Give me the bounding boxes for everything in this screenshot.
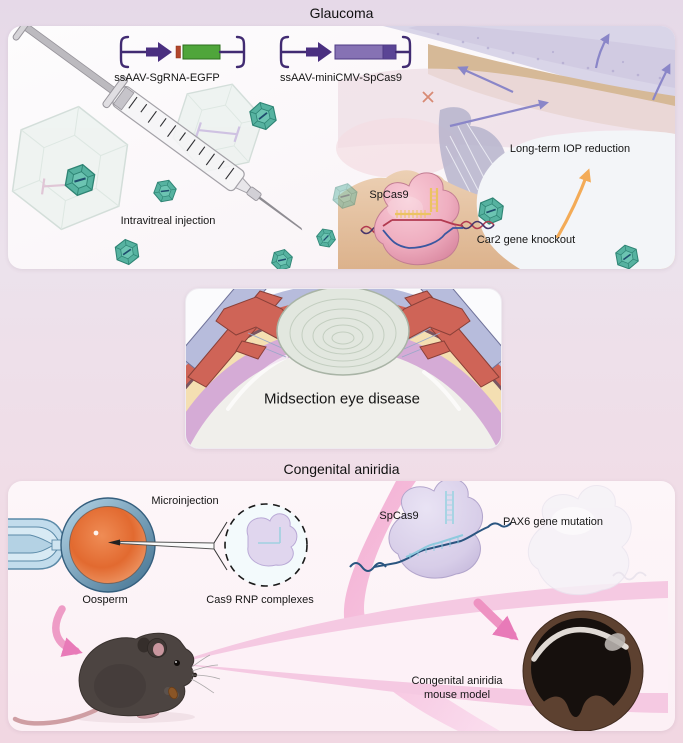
polya-element (382, 44, 397, 60)
food-pellet (168, 686, 178, 700)
mouse-whiskers (190, 654, 221, 694)
pax6-mutated-complex-ghost (527, 485, 647, 596)
target-dna-bottom-strand (382, 227, 463, 249)
iop-reduction-label: Long-term IOP reduction (509, 143, 631, 156)
rnp-magnifier-circle (224, 503, 308, 587)
spcas9-rnp-complex (349, 481, 512, 579)
midsection-label: Midsection eye disease (264, 390, 420, 408)
oosperm-label: Oosperm (82, 594, 128, 607)
polar-body (93, 530, 99, 536)
egfp-gene (182, 44, 221, 60)
mouse-model-label-line1: Congenital aniridia (411, 675, 503, 688)
eye-midsection-illustration (186, 289, 501, 448)
syringe-illustration (12, 26, 303, 231)
spcas9-label-aniridia: SpCas9 (379, 510, 419, 523)
aniridia-panel (8, 481, 675, 731)
glaucoma-panel (8, 26, 675, 269)
arrow-to-mouse (52, 605, 83, 657)
pax6-mutation-label: PAX6 gene mutation (502, 516, 604, 529)
blocked-outflow-mark (422, 91, 434, 103)
sgrna-cassette (175, 45, 181, 59)
cas9-rnp-blob (246, 513, 298, 567)
lens (276, 289, 410, 376)
aniridia-illustration (8, 481, 668, 731)
target-dna-top-strand (392, 219, 464, 227)
vector1-label: ssAAV-SgRNA-EGFP (114, 72, 220, 85)
dna-strand (373, 522, 512, 568)
rnp-label: Cas9 RNP complexes (206, 594, 314, 607)
aav-vector-minicmv-spcas9 (279, 35, 412, 69)
iop-reduction-arrow (555, 168, 591, 239)
syringe-graduations (128, 96, 235, 180)
aav-vector-sgrna-egfp (119, 35, 246, 69)
minicmv-promoter-arrow (306, 42, 332, 62)
midsection-eye-card (185, 288, 502, 449)
holding-pipette (8, 518, 67, 570)
aniridia-mouse-eye (522, 610, 644, 731)
sgrna-scaffold (395, 188, 439, 218)
faded-capsid-large (11, 105, 129, 231)
spcas9-label-glaucoma: SpCas9 (369, 189, 409, 202)
glaucoma-illustration (11, 26, 675, 269)
mouse-tail (12, 707, 99, 726)
aqueous-outflow-arrows (449, 33, 671, 128)
mouse-model-label-line2: mouse model (423, 689, 491, 702)
arrow-to-eye (473, 598, 519, 641)
vector2-label: ssAAV-miniCMV-SpCas9 (279, 72, 403, 85)
sclera-speckles (436, 32, 662, 80)
mouse-eye (174, 660, 180, 666)
injection-needle (108, 521, 228, 571)
microinjection-label: Microinjection (151, 495, 219, 508)
promoter-arrow (146, 42, 172, 62)
glaucoma-section-title: Glaucoma (309, 5, 374, 21)
intravitreal-injection-label: Intravitreal injection (120, 215, 216, 228)
spcas9-gene (334, 44, 384, 60)
spcas9-editing-complex (360, 172, 495, 266)
mouse-illustration (12, 632, 221, 726)
aniridia-section-title: Congenital aniridia (283, 461, 400, 477)
car2-knockout-label: Car2 gene knockout (476, 234, 576, 247)
sgrna-hairpin (445, 491, 454, 524)
